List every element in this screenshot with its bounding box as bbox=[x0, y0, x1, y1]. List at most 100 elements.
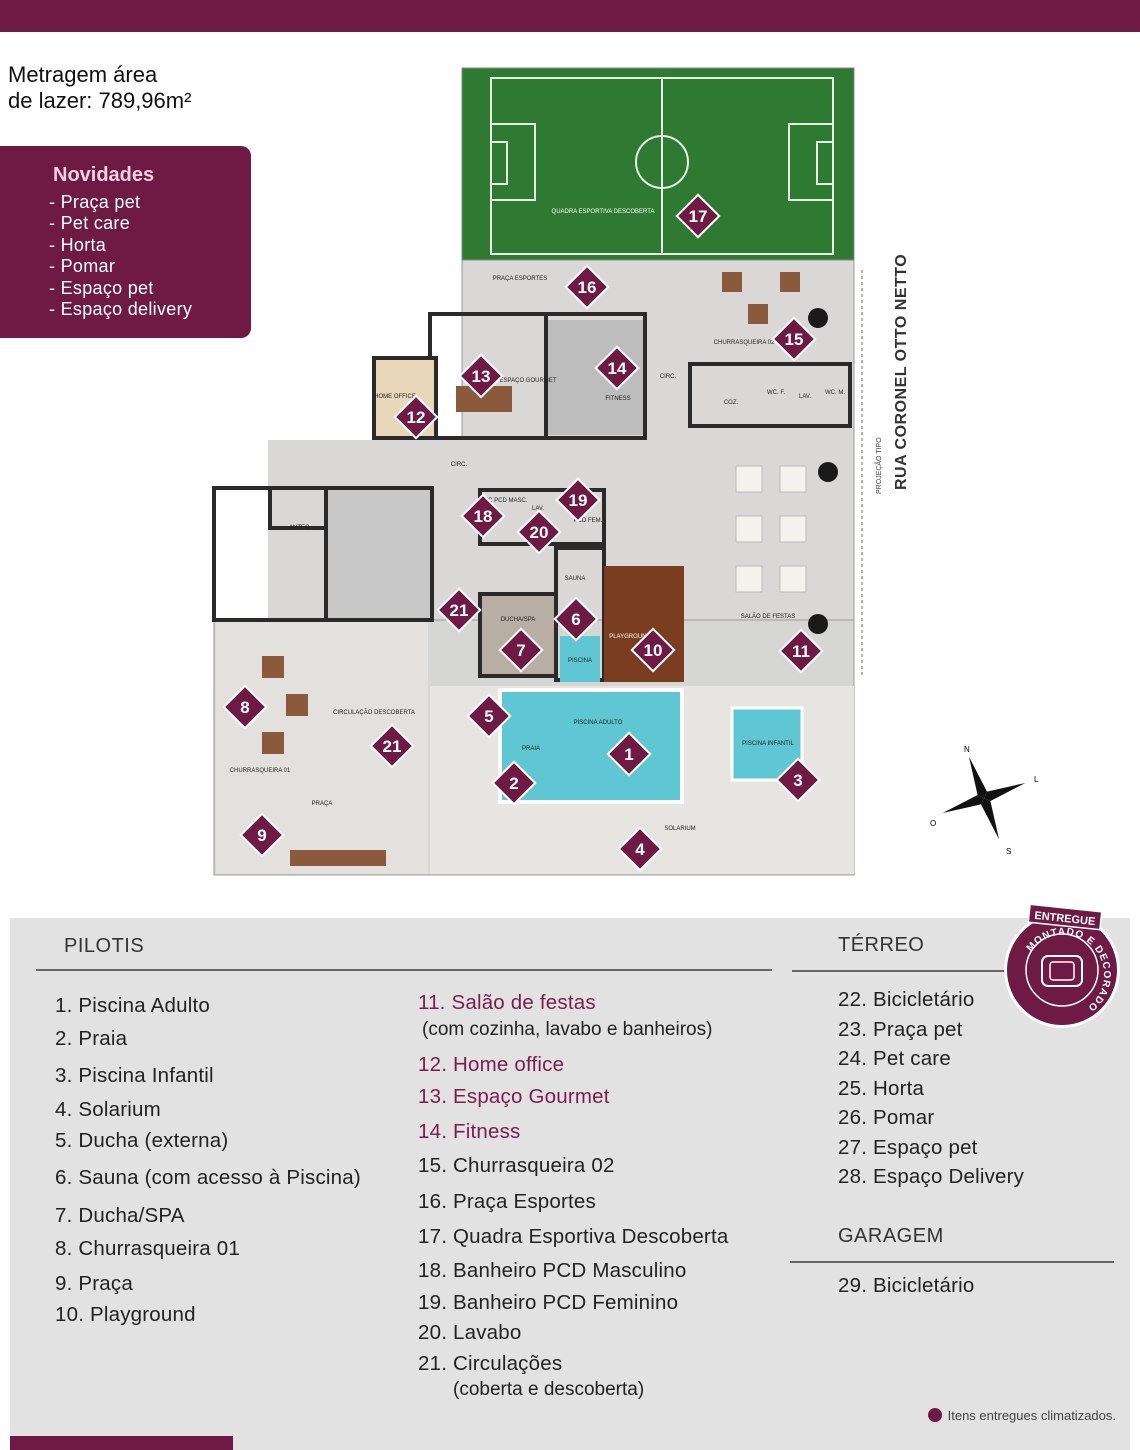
label-fitness: FITNESS bbox=[605, 396, 630, 402]
compass-s: S bbox=[1006, 847, 1011, 856]
legend-item: 18. Banheiro PCD Masculino bbox=[418, 1259, 687, 1282]
label-solarium: SOLARIUM bbox=[664, 826, 695, 832]
label-piscina-adulto: PISCINA ADULTO bbox=[574, 720, 623, 726]
svg-text:12: 12 bbox=[407, 408, 426, 427]
legend-subitem: (coberta e descoberta) bbox=[453, 1379, 645, 1400]
label-praca: PRAÇA bbox=[312, 801, 333, 807]
legend-item: 1. Piscina Adulto bbox=[55, 994, 210, 1017]
label-wc-pcd-fem: PCD FEM. bbox=[574, 518, 603, 524]
legend-item: 3. Piscina Infantil bbox=[55, 1064, 214, 1087]
label-quadra: QUADRA ESPORTIVA DESCOBERTA bbox=[552, 209, 655, 215]
novidades-item: - Praça pet bbox=[49, 192, 141, 212]
label-praca-esportes: PRAÇA ESPORTES bbox=[493, 276, 548, 282]
badge-16: 16 bbox=[564, 264, 610, 310]
legend-item: 4. Solarium bbox=[55, 1098, 161, 1121]
badge-5: 5 bbox=[466, 693, 512, 739]
legend-panel: PILOTIS TÉRREO GARAGEM 1. Piscina Adulto… bbox=[10, 918, 1130, 1450]
badge-10: 10 bbox=[630, 627, 676, 673]
svg-text:5: 5 bbox=[484, 707, 493, 726]
svg-text:16: 16 bbox=[578, 278, 597, 297]
legend-item: 28. Espaço Delivery bbox=[838, 1165, 1025, 1188]
delivered-seal-icon: ENTREGUE MONTADO E DECORADO bbox=[1004, 904, 1120, 1028]
top-banner bbox=[0, 0, 1140, 32]
terreo-title: TÉRREO bbox=[838, 934, 925, 956]
legend-item: 13. Espaço Gourmet bbox=[418, 1085, 610, 1108]
badge-4: 4 bbox=[617, 826, 663, 872]
label-churrasqueira01: CHURRASQUEIRA 01 bbox=[230, 768, 291, 774]
novidades-list: - Praça pet - Pet care - Horta - Pomar -… bbox=[49, 192, 192, 320]
legend-item: 19. Banheiro PCD Feminino bbox=[418, 1291, 679, 1314]
footnote-text: Itens entregues climatizados. bbox=[947, 1408, 1116, 1423]
badge-8: 8 bbox=[222, 684, 268, 730]
label-lav-2: LAV. bbox=[532, 506, 544, 512]
projection-label: PROJEÇÃO TIPO bbox=[876, 437, 883, 494]
pilotis-title: PILOTIS bbox=[64, 935, 145, 957]
badge-1: 1 bbox=[606, 731, 652, 777]
label-lav: LAV. bbox=[799, 394, 811, 400]
plan-badges: 1 2 3 4 5 6 7 8 9 10 11 12 13 14 15 16 1… bbox=[222, 193, 824, 872]
badge-2: 2 bbox=[491, 760, 537, 806]
leisure-area-size: Metragem área de lazer: 789,96m² bbox=[8, 62, 191, 114]
badge-13: 13 bbox=[458, 353, 504, 399]
legend-item: 26. Pomar bbox=[838, 1106, 935, 1129]
garagem-title: GARAGEM bbox=[838, 1225, 944, 1247]
novidades-panel: Novidades - Praça pet - Pet care - Horta… bbox=[0, 146, 251, 338]
badge-11: 11 bbox=[778, 628, 824, 674]
legend-item: 24. Pet care bbox=[838, 1047, 951, 1070]
badge-14: 14 bbox=[594, 345, 640, 391]
svg-text:13: 13 bbox=[472, 367, 491, 386]
party-tables bbox=[735, 465, 807, 593]
legend-item: 23. Praça pet bbox=[838, 1018, 963, 1041]
svg-text:18: 18 bbox=[474, 507, 493, 526]
label-piscina: PISCINA bbox=[568, 658, 592, 664]
compass-o: O bbox=[930, 819, 936, 828]
label-sauna: SAUNA bbox=[565, 576, 586, 582]
svg-text:21: 21 bbox=[450, 601, 469, 620]
legend-item: 10. Playground bbox=[55, 1303, 196, 1326]
legend-subitem: (com cozinha, lavabo e banheiros) bbox=[422, 1019, 713, 1040]
svg-text:15: 15 bbox=[785, 330, 804, 349]
badge-3: 3 bbox=[775, 757, 821, 803]
svg-text:6: 6 bbox=[571, 610, 580, 629]
legend-item: 22. Bicicletário bbox=[838, 988, 975, 1011]
badge-6: 6 bbox=[553, 596, 599, 642]
label-piscina-infantil: PISCINA INFANTIL bbox=[742, 741, 794, 747]
legend-item: 17. Quadra Esportiva Descoberta bbox=[418, 1225, 729, 1248]
legend-item: 25. Horta bbox=[838, 1077, 925, 1100]
label-playground: PLAYGROUND bbox=[609, 634, 651, 640]
svg-text:7: 7 bbox=[516, 641, 525, 660]
legend-item: 8. Churrasqueira 01 bbox=[55, 1237, 240, 1260]
legend-item: 16. Praça Esportes bbox=[418, 1190, 596, 1213]
playground-floor bbox=[604, 566, 684, 682]
compass-l: L bbox=[1034, 775, 1039, 784]
label-wc-pcd-masc: WC PCD MASC. bbox=[483, 498, 528, 504]
svg-text:4: 4 bbox=[635, 840, 645, 859]
legend-item: 15. Churrasqueira 02 bbox=[418, 1154, 615, 1177]
label-espaco-gourmet: ESPAÇO GOURMET bbox=[500, 378, 557, 384]
badge-7: 7 bbox=[498, 627, 544, 673]
badge-9: 9 bbox=[239, 812, 285, 858]
svg-text:8: 8 bbox=[240, 698, 249, 717]
legend-item: 6. Sauna (com acesso à Piscina) bbox=[55, 1166, 361, 1189]
floor-plan: QUADRA ESPORTIVA DESCOBERTA PRAÇA ESPORT… bbox=[212, 67, 1039, 876]
label-ducha-spa: DUCHA/SPA bbox=[501, 617, 536, 623]
svg-text:10: 10 bbox=[644, 641, 663, 660]
svg-text:2: 2 bbox=[509, 774, 518, 793]
bottom-banner bbox=[10, 1436, 233, 1450]
label-praia: PRAIA bbox=[522, 746, 540, 752]
svg-text:11: 11 bbox=[792, 642, 810, 661]
compass-icon: N S L O bbox=[930, 745, 1039, 856]
novidades-item: - Pet care bbox=[49, 213, 131, 234]
legend-item: 7. Ducha/SPA bbox=[55, 1204, 185, 1227]
terreo-rule bbox=[792, 970, 1004, 972]
badge-15: 15 bbox=[771, 316, 817, 362]
area-line-2: de lazer: 789,96m² bbox=[8, 88, 192, 113]
area-line-1: Metragem área bbox=[8, 62, 158, 87]
badge-19: 19 bbox=[555, 477, 601, 523]
badge-12: 12 bbox=[393, 394, 439, 440]
label-circ-1: CIRC. bbox=[660, 374, 677, 380]
label-home-office: HOME OFFICE bbox=[374, 394, 416, 400]
legend-item: 9. Praça bbox=[55, 1272, 133, 1295]
label-circ-2: CIRC. bbox=[451, 462, 468, 468]
svg-text:9: 9 bbox=[257, 826, 266, 845]
